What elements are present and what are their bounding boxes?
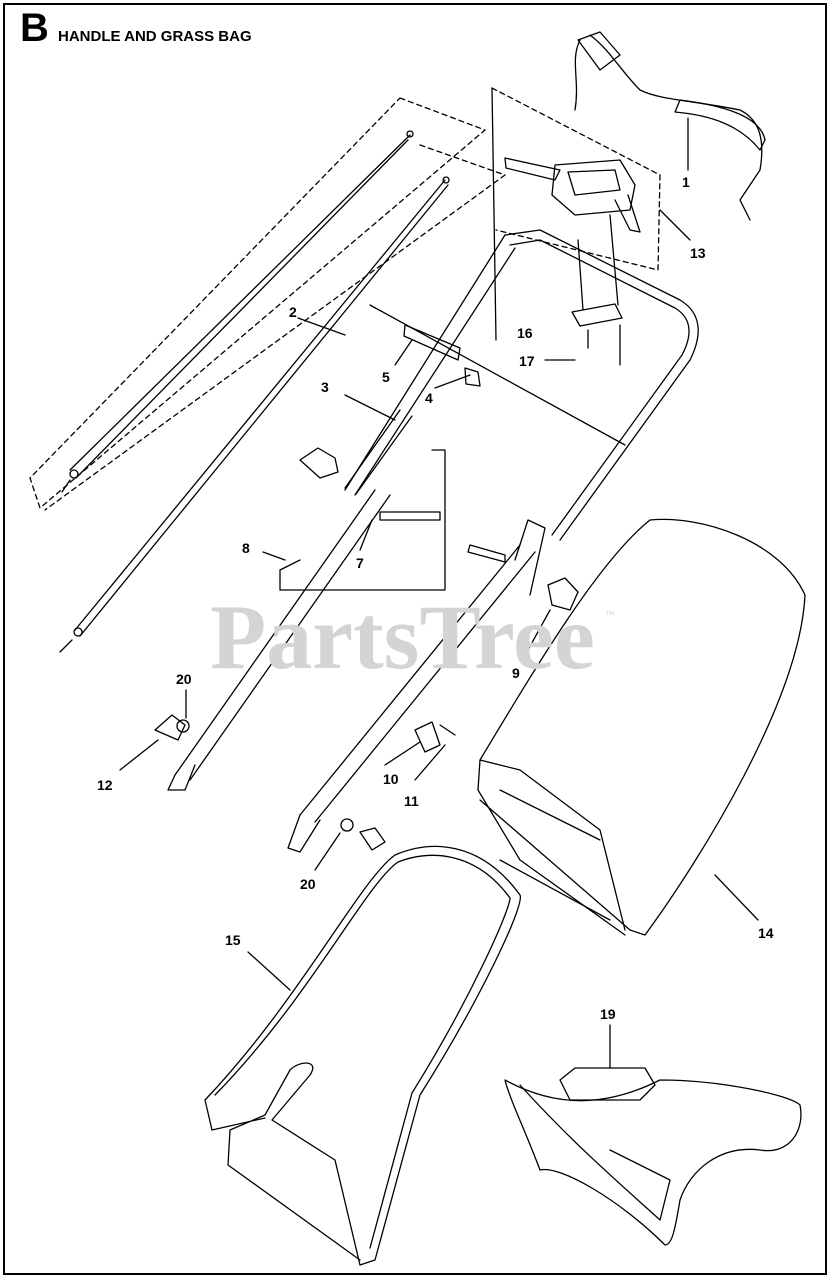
control-group-box-left	[491, 87, 497, 341]
diagram-frame	[3, 3, 827, 1275]
callout-13: 13	[690, 245, 706, 261]
bolt	[467, 544, 506, 563]
callout-11: 11	[404, 793, 419, 809]
lower-right-upper	[514, 519, 546, 596]
control-housing-face	[567, 169, 621, 196]
nut	[359, 827, 386, 851]
watermark-text: PartsTree	[210, 586, 595, 688]
screw	[587, 324, 621, 366]
upper-handle-left-tube	[344, 234, 516, 496]
lower-right-tube-end	[287, 814, 321, 853]
washer	[176, 719, 190, 733]
callout-14: 14	[758, 925, 774, 941]
callout-16: 16	[517, 325, 533, 341]
callout-9: 9	[512, 665, 520, 681]
callout-7: 7	[356, 555, 364, 571]
watermark-tm: ™	[605, 610, 615, 621]
control-side-lever	[614, 194, 641, 233]
callout-20-top: 20	[176, 671, 192, 687]
clip	[464, 367, 481, 387]
grass-bag	[479, 518, 806, 936]
leader	[314, 832, 341, 871]
top-handle-grip-left	[577, 31, 621, 71]
leader	[714, 874, 759, 921]
control-group-box	[491, 87, 661, 271]
knob	[547, 577, 579, 611]
lower-left-tube	[174, 489, 391, 781]
cable-inner	[74, 179, 449, 637]
control-lever	[504, 157, 561, 181]
knob	[154, 714, 186, 741]
callout-1: 1	[682, 174, 690, 190]
deflector-top	[559, 1067, 656, 1101]
leader	[344, 394, 396, 421]
leader	[414, 744, 446, 781]
deflector-inner	[519, 1084, 671, 1221]
washer	[340, 818, 354, 832]
tube-3	[344, 409, 413, 495]
callout-3: 3	[321, 379, 329, 395]
cable-end	[406, 130, 414, 138]
clip	[403, 324, 461, 361]
cable-group-box	[29, 97, 486, 509]
knob	[299, 447, 339, 479]
deflector	[504, 1079, 802, 1246]
callout-15: 15	[225, 932, 241, 948]
callout-17: 17	[519, 353, 535, 369]
lower-left-tube-end	[167, 764, 196, 791]
callout-5: 5	[382, 369, 390, 385]
leader	[577, 214, 619, 311]
section-letter: B	[20, 6, 49, 50]
leader	[527, 609, 551, 651]
grass-bag-opening	[499, 789, 611, 921]
upper-handle-frame	[504, 229, 699, 541]
lower-right-tube	[299, 544, 536, 823]
leader	[297, 317, 346, 336]
upper-handle-frame-inner	[509, 239, 690, 536]
wire-frame-inner	[214, 854, 511, 1249]
callout-4: 4	[425, 390, 433, 406]
cable-end	[69, 469, 79, 479]
grass-bag-frame	[477, 759, 626, 936]
callout-10: 10	[383, 771, 399, 787]
top-handle-grip	[674, 99, 766, 151]
wire-frame	[204, 845, 522, 1266]
cable-end	[442, 176, 450, 184]
callout-8: 8	[242, 540, 250, 556]
section-title: HANDLE AND GRASS BAG	[58, 28, 252, 45]
cable-outer	[69, 134, 411, 479]
cable-end	[73, 627, 83, 637]
leader	[434, 374, 471, 389]
leader	[384, 741, 421, 766]
screw	[439, 724, 456, 736]
leader	[394, 339, 413, 366]
cable-hook	[59, 479, 73, 653]
leader	[659, 209, 691, 241]
leader	[262, 551, 286, 561]
leader	[119, 739, 159, 771]
bolt	[379, 511, 441, 521]
leader	[359, 519, 373, 551]
callout-2: 2	[289, 304, 297, 320]
group-bracket	[279, 449, 446, 591]
callout-20-bottom: 20	[300, 876, 316, 892]
callout-19: 19	[600, 1006, 616, 1022]
bracket	[571, 303, 623, 327]
callout-12: 12	[97, 777, 113, 793]
cable-group-box-inner	[44, 144, 506, 511]
leader	[247, 951, 291, 991]
cable-clip	[414, 721, 441, 753]
control-housing	[551, 159, 636, 216]
